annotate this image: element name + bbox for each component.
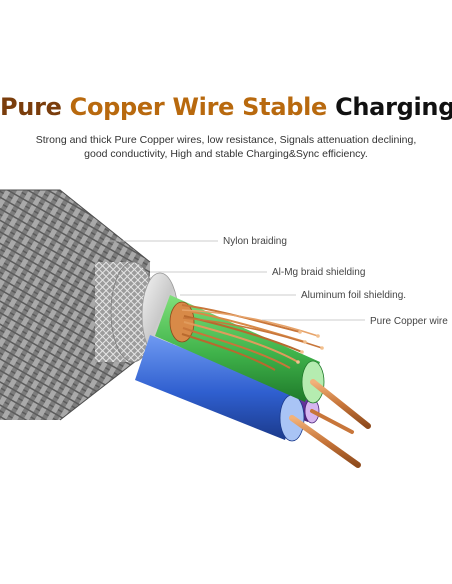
green-wire — [155, 295, 371, 429]
blue-wire — [135, 335, 361, 468]
headline: Pure Copper Wire Stable Charging — [0, 92, 452, 122]
cable-cross-section-illustration — [0, 189, 371, 468]
headline-part-b: Copper — [69, 93, 165, 121]
nylon-braid-jacket — [0, 189, 151, 421]
headline-part-a: Pure — [0, 93, 62, 121]
callout-nylon-braiding: Nylon braiding — [223, 236, 287, 247]
copper-strand-bundle — [169, 301, 324, 371]
subtitle-line-1: Strong and thick Pure Copper wires, low … — [35, 134, 417, 146]
callout-pure-copper-wire: Pure Copper wire — [370, 316, 448, 327]
callout-leaders — [105, 240, 365, 321]
headline-part-d: Charging — [335, 93, 452, 121]
callout-almg-shielding: Al-Mg braid shielding — [272, 267, 366, 278]
subtitle-line-2: good conductivity, High and stable Charg… — [84, 148, 368, 160]
callout-aluminum-foil: Aluminum foil shielding. — [301, 290, 407, 301]
headline-part-c: Wire Stable — [172, 93, 328, 121]
